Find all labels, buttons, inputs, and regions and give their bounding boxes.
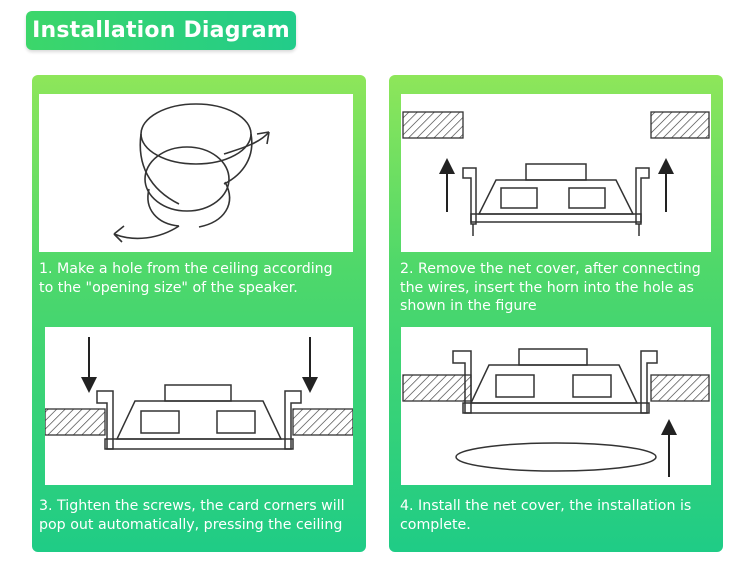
- caption-line: shown in the figure: [400, 298, 537, 314]
- step-3-caption: 3. Tighten the screws, the card corners …: [39, 497, 345, 534]
- install-net-cover-illustration: [402, 348, 710, 477]
- caption-line: to the "opening size" of the speaker.: [39, 279, 298, 296]
- insert-horn-illustration: [402, 111, 710, 236]
- title-badge: Installation Diagram: [26, 11, 296, 50]
- step-2-illustration: [401, 94, 711, 252]
- hole-rotation-illustration: [113, 103, 270, 243]
- step-2-caption: 2. Remove the net cover, after connectin…: [400, 260, 701, 316]
- caption-line: the wires, insert the horn into the hole…: [400, 279, 694, 296]
- step-1-caption: 1. Make a hole from the ceiling accordin…: [39, 260, 333, 297]
- caption-line: 2. Remove the net cover, after connectin…: [400, 261, 701, 277]
- page-title: Installation Diagram: [32, 18, 290, 43]
- step-3-illustration: [45, 327, 353, 485]
- caption-line: 1. Make a hole from the ceiling accordin…: [39, 261, 333, 277]
- caption-line: 3. Tighten the screws, the card corners …: [39, 498, 345, 514]
- caption-line: complete.: [400, 516, 471, 533]
- step-4-illustration: [401, 327, 711, 485]
- tighten-screws-illustration: [45, 337, 353, 450]
- step-4-caption: 4. Install the net cover, the installati…: [400, 497, 691, 534]
- caption-line: pop out automatically, pressing the ceil…: [39, 516, 343, 533]
- step-1-illustration: [39, 94, 353, 252]
- caption-line: 4. Install the net cover, the installati…: [400, 498, 692, 514]
